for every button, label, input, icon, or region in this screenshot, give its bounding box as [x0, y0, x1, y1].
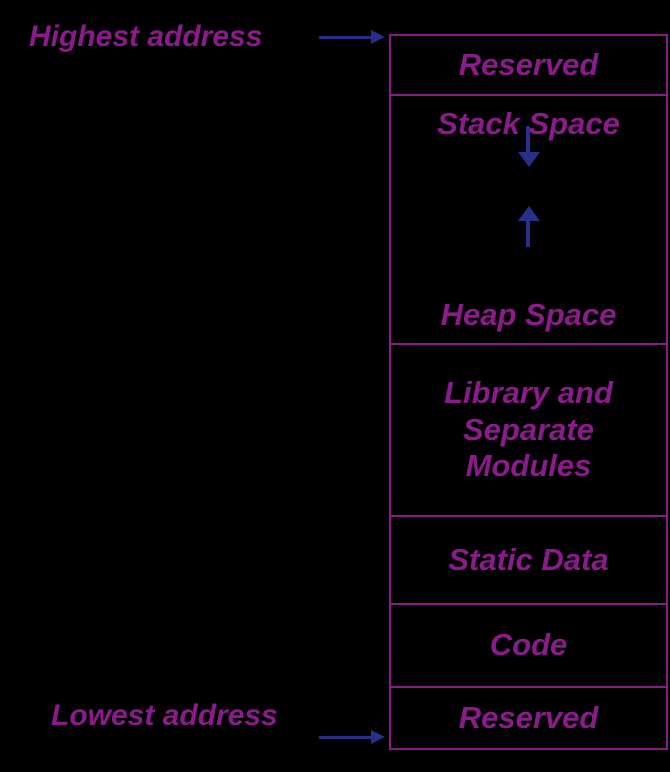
- arrow-shaft: [319, 36, 375, 39]
- highest-address-pointer-arrow-icon: [319, 30, 385, 44]
- arrow-shaft: [525, 219, 530, 247]
- segment-library-text: Library and Separate Modules: [444, 375, 613, 485]
- library-line-1: Library and: [444, 375, 613, 411]
- arrow-shaft: [319, 736, 375, 739]
- memory-map-box: Reserved Stack Space Heap Space Library …: [389, 34, 668, 750]
- lowest-address-label: Lowest address: [51, 699, 278, 732]
- highest-address-label: Highest address: [29, 20, 263, 53]
- stack-growth-down-arrow-icon: [517, 126, 540, 167]
- segment-library-and-separate-modules: Library and Separate Modules: [391, 345, 666, 517]
- segment-reserved-bottom: Reserved: [458, 699, 599, 735]
- arrow-head: [371, 30, 385, 44]
- library-line-2: Separate: [463, 411, 594, 447]
- arrow-head: [371, 730, 385, 744]
- arrow-head: [517, 152, 540, 167]
- arrow-head: [517, 206, 540, 221]
- arrow-shaft: [525, 126, 530, 154]
- segment-heap-label: Heap Space: [440, 297, 617, 332]
- segment-reserved-top: Reserved: [391, 36, 666, 96]
- segment-static-data: Static Data: [391, 517, 666, 605]
- segment-code: Code: [391, 605, 666, 688]
- lowest-address-pointer-arrow-icon: [319, 730, 385, 744]
- segment-stack-heap: Stack Space Heap Space: [391, 96, 666, 345]
- heap-growth-up-arrow-icon: [517, 206, 540, 247]
- library-line-3: Modules: [465, 448, 592, 484]
